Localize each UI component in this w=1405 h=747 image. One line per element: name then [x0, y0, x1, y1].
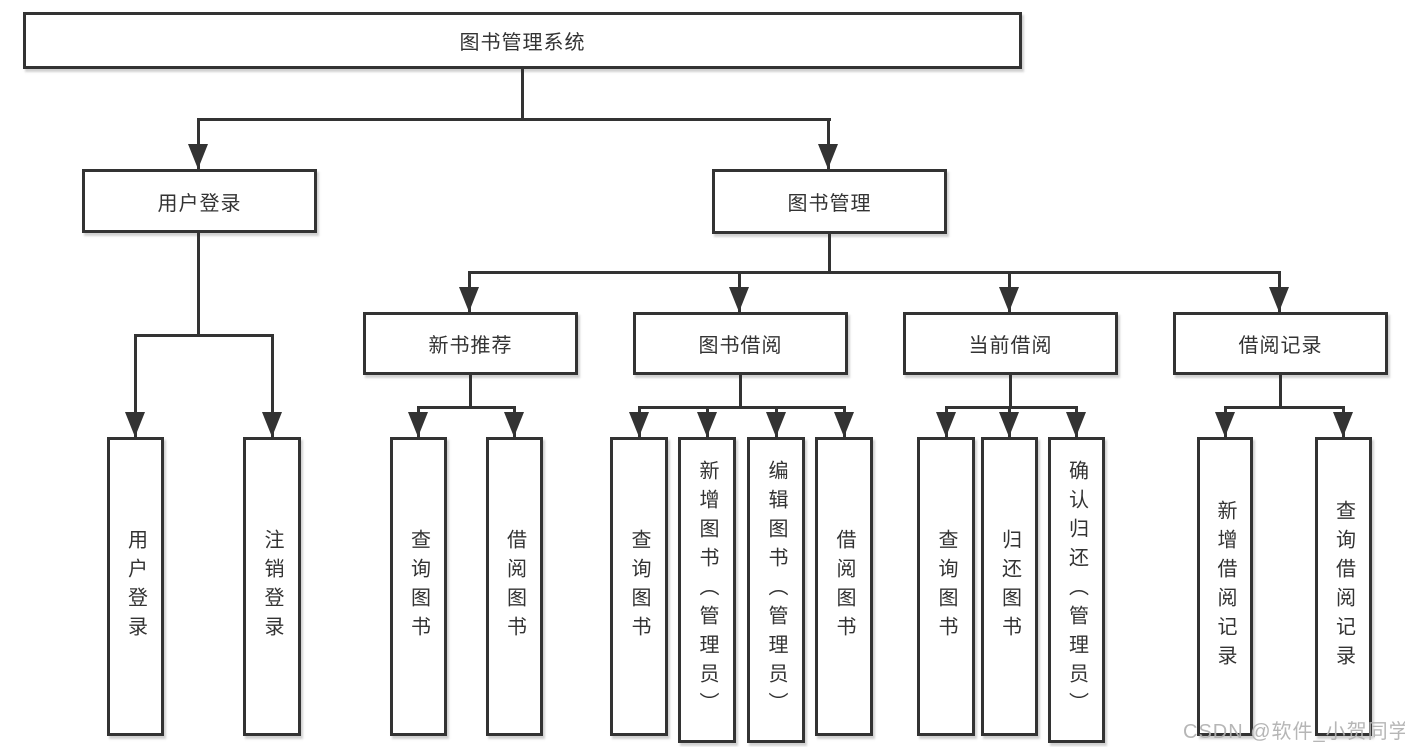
connector-line — [1009, 373, 1012, 409]
connector-arrow-down — [459, 271, 479, 312]
connector-arrow-down — [125, 334, 145, 437]
leaf-user-login: 用户登录 — [107, 437, 164, 736]
leaf-return-book: 归还图书 — [981, 437, 1038, 736]
node-label: 归还图书 — [998, 528, 1021, 645]
connector-arrow-down — [188, 118, 208, 169]
node-label: 注销登录 — [261, 528, 283, 645]
node-label: 编辑图书（管理员） — [765, 459, 787, 721]
connector-arrow-down — [818, 118, 838, 169]
node-label: 新书推荐 — [428, 335, 513, 357]
node-label: 图书管理 — [787, 193, 872, 215]
connector-arrow-down — [697, 406, 717, 437]
csdn-watermark: CSDN @软件_小贺同学 — [1183, 721, 1405, 743]
connector-arrow-down — [729, 271, 749, 312]
leaf-borrow-books-recommend: 借阅图书 — [486, 437, 543, 736]
connector-arrow-down — [629, 406, 649, 437]
node-label: 查询借阅记录 — [1332, 499, 1355, 674]
connector-line — [135, 334, 274, 337]
connector-line — [828, 232, 831, 273]
node-label: 借阅图书 — [833, 528, 855, 645]
connector-arrow-down — [504, 406, 524, 437]
connector-line — [197, 118, 831, 121]
leaf-logout: 注销登录 — [243, 437, 301, 736]
node-borrowing-records: 借阅记录 — [1173, 312, 1388, 375]
node-book-management: 图书管理 — [712, 169, 947, 234]
node-label: 查询图书 — [935, 528, 957, 645]
connector-line — [1279, 373, 1282, 409]
connector-arrow-down — [834, 406, 854, 437]
connector-line — [197, 231, 200, 336]
connector-arrow-down — [1215, 406, 1235, 437]
connector-line — [739, 373, 742, 409]
connector-line — [469, 373, 472, 409]
leaf-add-book-admin: 新增图书（管理员） — [678, 437, 736, 743]
leaf-query-books-borrowing: 查询图书 — [610, 437, 668, 736]
connector-arrow-down — [1333, 406, 1353, 437]
node-label: 确认归还（管理员） — [1065, 459, 1088, 721]
node-label: 查询图书 — [628, 528, 650, 645]
leaf-query-borrow-record: 查询借阅记录 — [1315, 437, 1372, 736]
connector-line — [521, 66, 524, 121]
node-label: 当前借阅 — [968, 335, 1053, 357]
connector-arrow-down — [262, 334, 282, 437]
node-user-login: 用户登录 — [82, 169, 317, 233]
node-label: 新增借阅记录 — [1214, 499, 1236, 674]
connector-line — [638, 406, 846, 409]
connector-arrow-down — [999, 406, 1019, 437]
connector-line — [417, 406, 516, 409]
leaf-query-books-current: 查询图书 — [917, 437, 975, 736]
leaf-query-books-recommend: 查询图书 — [390, 437, 447, 736]
node-label: 图书管理系统 — [459, 32, 586, 54]
leaf-confirm-return-admin: 确认归还（管理员） — [1048, 437, 1105, 743]
node-new-book-recommend: 新书推荐 — [363, 312, 578, 375]
node-label: 用户登录 — [157, 192, 242, 215]
leaf-borrow-books-borrowing: 借阅图书 — [815, 437, 873, 736]
connector-arrow-down — [408, 406, 428, 437]
node-current-borrowing: 当前借阅 — [903, 312, 1118, 375]
connector-arrow-down — [1269, 271, 1289, 312]
node-book-borrowing: 图书借阅 — [633, 312, 848, 375]
node-label: 图书借阅 — [698, 335, 783, 357]
connector-arrow-down — [936, 406, 956, 437]
connector-line — [468, 271, 1281, 274]
connector-line — [1224, 406, 1345, 409]
node-label: 借阅图书 — [503, 528, 526, 645]
connector-arrow-down — [766, 406, 786, 437]
connector-line — [945, 406, 1078, 409]
connector-arrow-down — [999, 271, 1019, 312]
node-label: 借阅记录 — [1238, 335, 1323, 357]
node-label: 查询图书 — [407, 528, 430, 645]
leaf-edit-book-admin: 编辑图书（管理员） — [747, 437, 805, 743]
connector-arrow-down — [1066, 406, 1086, 437]
node-label: 新增图书（管理员） — [696, 459, 718, 721]
node-library-system: 图书管理系统 — [23, 12, 1022, 69]
node-label: 用户登录 — [124, 528, 147, 645]
leaf-add-borrow-record: 新增借阅记录 — [1197, 437, 1253, 736]
